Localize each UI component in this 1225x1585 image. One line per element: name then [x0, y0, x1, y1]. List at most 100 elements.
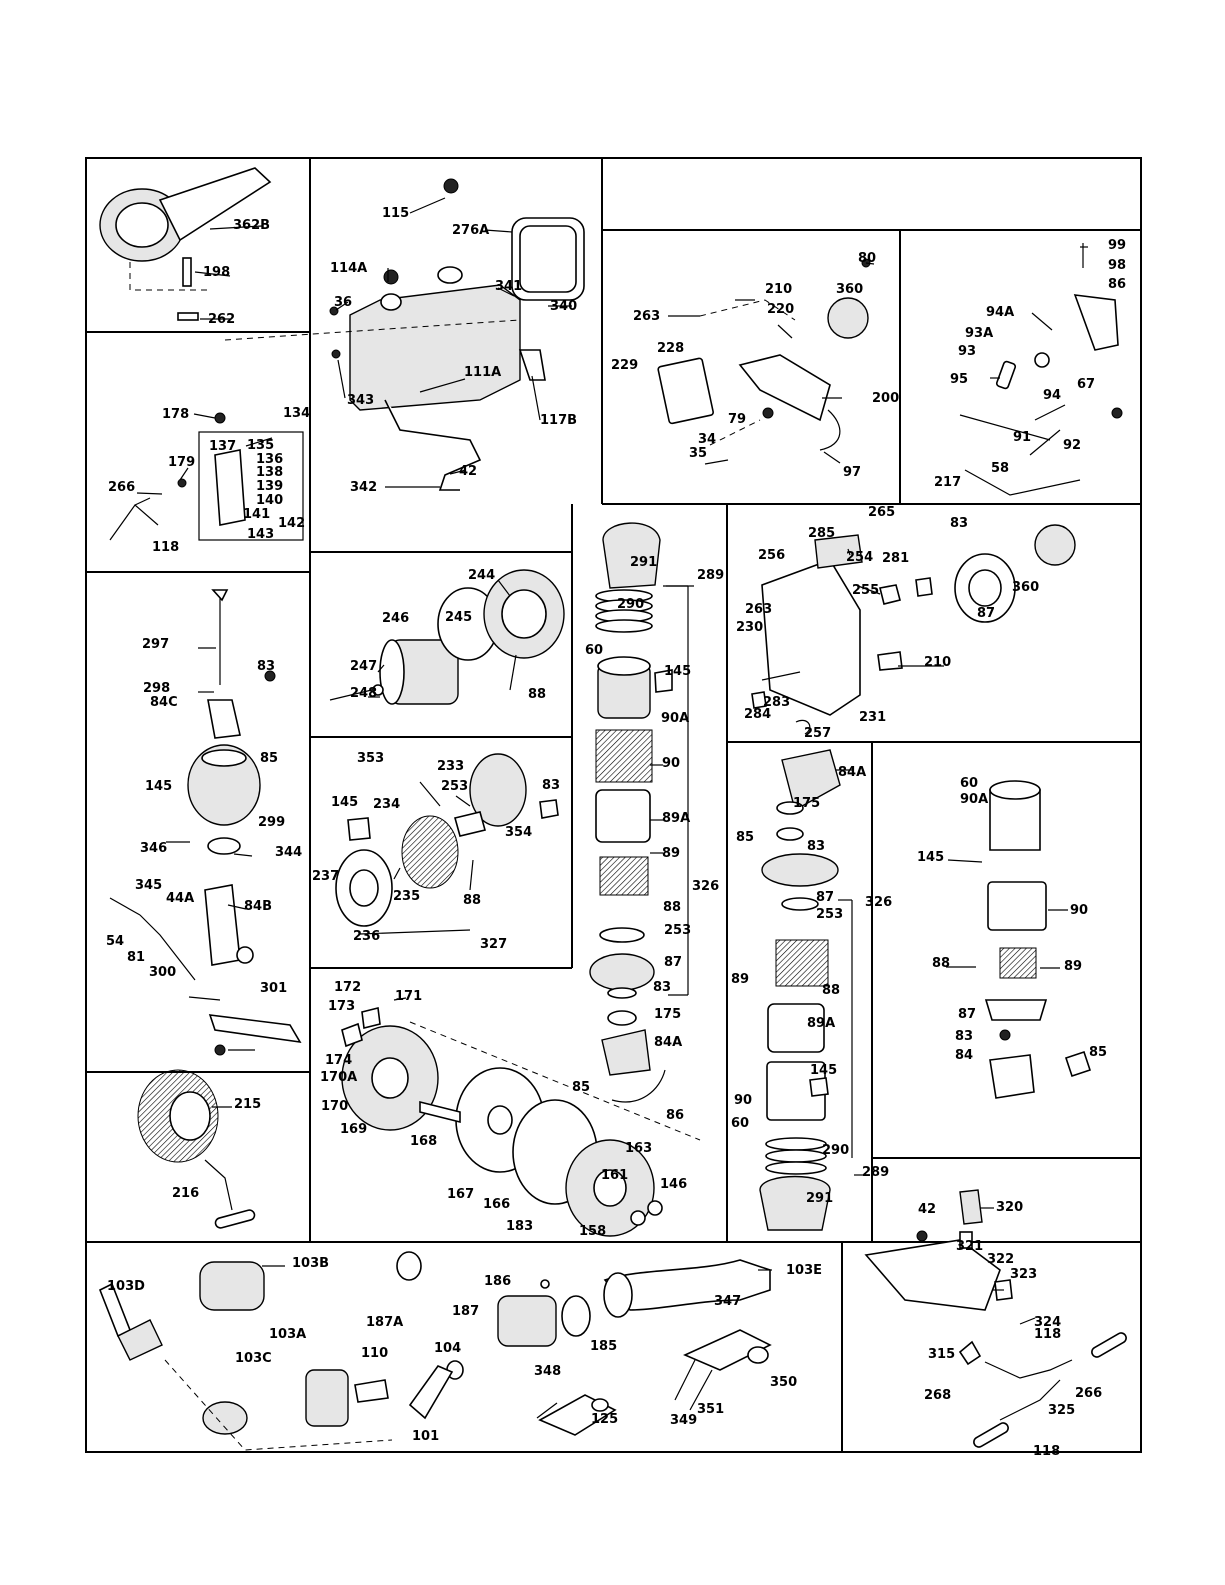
callout-88: 88 [463, 893, 481, 908]
callout-90: 90 [734, 1093, 752, 1108]
callout-140: 140 [256, 493, 283, 508]
callout-268: 268 [924, 1388, 951, 1403]
callout-266: 266 [1075, 1386, 1102, 1401]
callout-145: 145 [810, 1063, 837, 1078]
callout-87: 87 [816, 890, 834, 905]
callout-262: 262 [208, 312, 235, 327]
callout-60: 60 [960, 776, 978, 791]
callout-98: 98 [1108, 258, 1126, 273]
callout-228: 228 [657, 341, 684, 356]
callout-84c: 84C [150, 695, 178, 710]
callout-174: 174 [325, 1053, 352, 1068]
callout-89: 89 [662, 846, 680, 861]
callout-350: 350 [770, 1375, 797, 1390]
callout-88: 88 [932, 956, 950, 971]
callout-170: 170 [321, 1099, 348, 1114]
callout-237: 237 [312, 869, 339, 884]
callout-198: 198 [203, 265, 230, 280]
callout-141: 141 [243, 507, 270, 522]
callout-284: 284 [744, 707, 771, 722]
callout-253: 253 [816, 907, 843, 922]
callout-248: 248 [350, 686, 377, 701]
callout-117b: 117B [540, 413, 577, 428]
callout-285: 285 [808, 526, 835, 541]
callout-167: 167 [447, 1187, 474, 1202]
callout-85: 85 [736, 830, 754, 845]
callout-143: 143 [247, 527, 274, 542]
callout-322: 322 [987, 1252, 1014, 1267]
callout-94a: 94A [986, 305, 1014, 320]
callout-175: 175 [654, 1007, 681, 1022]
callout-103c: 103C [235, 1351, 272, 1366]
callout-134: 134 [283, 406, 310, 421]
callout-36: 36 [334, 295, 352, 310]
callout-323: 323 [1010, 1267, 1037, 1282]
callout-343: 343 [347, 393, 374, 408]
callout-220: 220 [767, 302, 794, 317]
callout-346: 346 [140, 841, 167, 856]
callout-321: 321 [956, 1239, 983, 1254]
callout-125: 125 [591, 1412, 618, 1427]
callout-83: 83 [542, 778, 560, 793]
callout-118: 118 [1034, 1327, 1061, 1342]
callout-257: 257 [804, 726, 831, 741]
callout-166: 166 [483, 1197, 510, 1212]
callout-94: 94 [1043, 388, 1061, 403]
callout-301: 301 [260, 981, 287, 996]
callout-88: 88 [663, 900, 681, 915]
callout-263: 263 [745, 602, 772, 617]
callout-86: 86 [1108, 277, 1126, 292]
callout-290: 290 [822, 1143, 849, 1158]
callout-341: 341 [495, 279, 522, 294]
callout-345: 345 [135, 878, 162, 893]
callout-347: 347 [714, 1294, 741, 1309]
leader-lines [136, 197, 1088, 1419]
callout-90: 90 [662, 756, 680, 771]
callout-103e: 103E [786, 1263, 822, 1278]
callout-289: 289 [862, 1165, 889, 1180]
callout-229: 229 [611, 358, 638, 373]
callout-34: 34 [698, 432, 716, 447]
callout-187a: 187A [366, 1315, 403, 1330]
callout-80: 80 [858, 251, 876, 266]
callout-290: 290 [617, 597, 644, 612]
callout-88: 88 [528, 687, 546, 702]
callout-137: 137 [209, 439, 236, 454]
callout-145: 145 [145, 779, 172, 794]
callout-87: 87 [958, 1007, 976, 1022]
callout-44a: 44A [166, 891, 194, 906]
callout-210: 210 [924, 655, 951, 670]
callout-135: 135 [247, 438, 274, 453]
callout-90: 90 [1070, 903, 1088, 918]
callout-88: 88 [822, 983, 840, 998]
callout-187: 187 [452, 1304, 479, 1319]
callout-146: 146 [660, 1177, 687, 1192]
callout-351: 351 [697, 1402, 724, 1417]
callout-85: 85 [572, 1080, 590, 1095]
callout-101: 101 [412, 1429, 439, 1444]
callout-244: 244 [468, 568, 495, 583]
callout-110: 110 [361, 1346, 388, 1361]
callout-253: 253 [441, 779, 468, 794]
callout-60: 60 [585, 643, 603, 658]
callout-326: 326 [865, 895, 892, 910]
callout-85: 85 [260, 751, 278, 766]
callout-91: 91 [1013, 430, 1031, 445]
callout-99: 99 [1108, 238, 1126, 253]
callout-245: 245 [445, 610, 472, 625]
callout-216: 216 [172, 1186, 199, 1201]
callout-84a: 84A [654, 1035, 682, 1050]
callout-298: 298 [143, 681, 170, 696]
callout-170a: 170A [320, 1070, 357, 1085]
callout-231: 231 [859, 710, 886, 725]
callout-85: 85 [1089, 1045, 1107, 1060]
callout-255: 255 [852, 583, 879, 598]
callout-360: 360 [836, 282, 863, 297]
callout-349: 349 [670, 1413, 697, 1428]
callout-58: 58 [991, 461, 1009, 476]
callout-95: 95 [950, 372, 968, 387]
callout-139: 139 [256, 479, 283, 494]
callout-263: 263 [633, 309, 660, 324]
callout-35: 35 [689, 446, 707, 461]
